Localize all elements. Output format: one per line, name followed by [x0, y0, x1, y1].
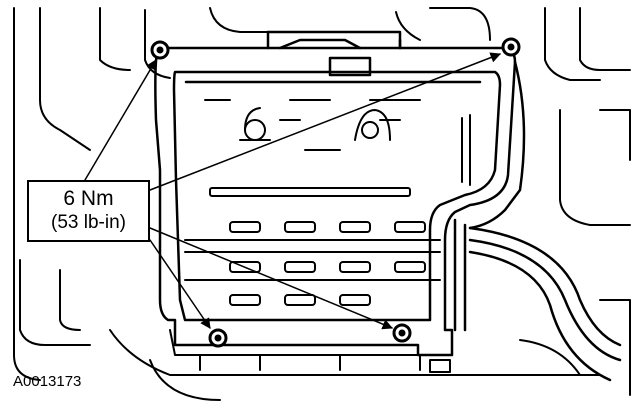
torque-value-imperial: (53 lb-in) — [51, 212, 126, 233]
bolt-icon — [150, 40, 170, 60]
bolt-icon — [501, 37, 521, 57]
cover-ribs — [184, 99, 471, 306]
arrow-icon — [149, 52, 501, 191]
bolt-icon — [392, 323, 412, 343]
torque-value-metric: 6 Nm — [63, 187, 114, 210]
torque-callout: 6 Nm (53 lb-in) — [27, 180, 150, 242]
lower-flange — [169, 329, 451, 373]
arrow-icon — [149, 227, 393, 330]
arrow-icon — [149, 239, 211, 329]
leader-arrows — [84, 52, 501, 330]
housing-outline — [13, 7, 631, 401]
arrow-icon — [84, 59, 157, 181]
figure-id: A0013173 — [13, 373, 82, 390]
bolt-icon — [208, 328, 228, 348]
wiring-harness — [453, 218, 622, 382]
cover-plate — [154, 30, 526, 357]
